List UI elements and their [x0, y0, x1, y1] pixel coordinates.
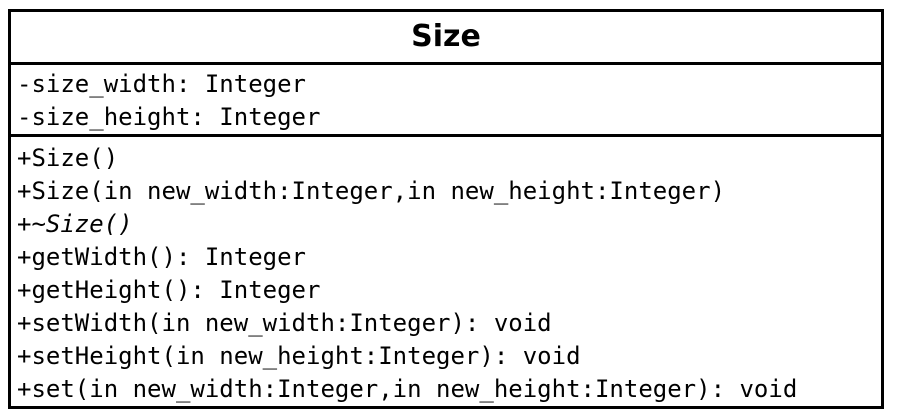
- operation-row: +getHeight(): Integer: [17, 274, 881, 307]
- operation-signature: getHeight(): Integer: [31, 276, 321, 304]
- operation-visibility: +: [17, 375, 32, 403]
- class-name-compartment: Size: [11, 12, 881, 65]
- operation-visibility: +: [17, 342, 32, 370]
- class-name: Size: [411, 19, 481, 54]
- operation-visibility: +: [17, 144, 32, 172]
- operation-row: +Size(in new_width:Integer,in new_height…: [17, 175, 881, 208]
- operation-signature: getWidth(): Integer: [31, 243, 306, 271]
- operation-row: +setHeight(in new_height:Integer): void: [17, 340, 881, 373]
- operation-row: +setWidth(in new_width:Integer): void: [17, 307, 881, 340]
- operation-row: +set(in new_width:Integer,in new_height:…: [17, 373, 881, 406]
- operation-row: +getWidth(): Integer: [17, 241, 881, 274]
- operation-visibility: +: [17, 276, 32, 304]
- operation-visibility: +~: [17, 210, 46, 238]
- uml-class-box: Size -size_width: Integer -size_height: …: [8, 9, 884, 409]
- operation-signature: Size(): [45, 210, 133, 238]
- operation-row-destructor: +~Size(): [17, 208, 881, 241]
- attribute-row: -size_width: Integer: [17, 70, 306, 98]
- operation-signature: setWidth(in new_width:Integer): void: [31, 309, 552, 337]
- operation-row: +Size(): [17, 142, 881, 175]
- operation-visibility: +: [17, 177, 32, 205]
- operation-signature: set(in new_width:Integer,in new_height:I…: [31, 375, 798, 403]
- operation-signature: setHeight(in new_height:Integer): void: [31, 342, 581, 370]
- operations-compartment: +Size() +Size(in new_width:Integer,in ne…: [11, 137, 881, 406]
- operation-visibility: +: [17, 243, 32, 271]
- operation-visibility: +: [17, 309, 32, 337]
- attributes-compartment: -size_width: Integer -size_height: Integ…: [11, 65, 881, 137]
- operation-signature: Size(in new_width:Integer,in new_height:…: [31, 177, 726, 205]
- attribute-row: -size_height: Integer: [17, 103, 321, 131]
- operation-signature: Size(): [31, 144, 119, 172]
